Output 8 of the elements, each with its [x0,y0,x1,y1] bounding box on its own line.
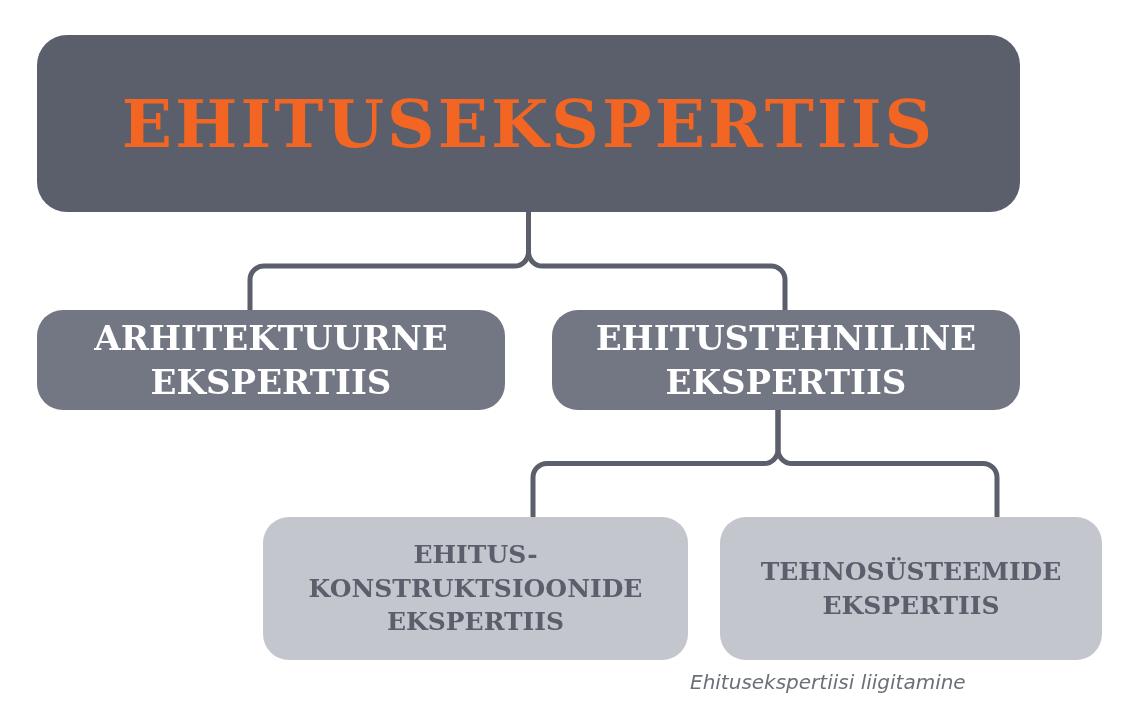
connector-line [775,410,1000,517]
hierarchy-box: TEHNOSÜSTEEMIDE EKSPERTIIS [720,517,1102,660]
hierarchy-box: EHITUSTEHNILINE EKSPERTIIS [552,310,1020,410]
hierarchy-box: ARHITEKTUURNE EKSPERTIIS [37,310,505,410]
hierarchy-box: EHITUSEKSPERTIIS [37,35,1020,212]
connector-line [526,212,788,310]
caption: Ehitusekspertiisi liigitamine [690,670,966,694]
hierarchy-box: EHITUS- KONSTRUKTSIOONIDE EKSPERTIIS [263,517,688,660]
